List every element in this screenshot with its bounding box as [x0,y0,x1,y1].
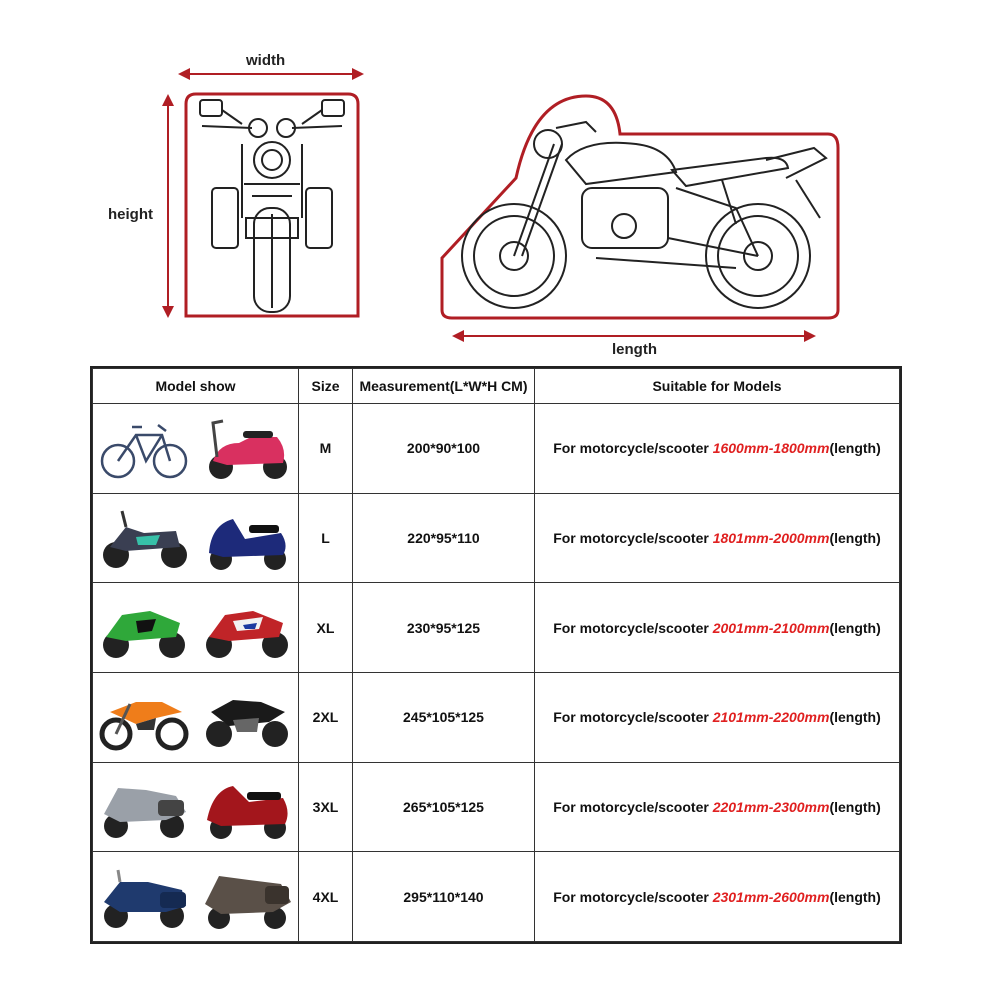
sportbike-icon [103,610,186,658]
length-range: 1801mm-2000mm [712,529,830,546]
maxi-scooter-icon [206,785,288,839]
suitable-prefix: For motorcycle/scooter [553,798,713,815]
sportbike-icon [205,610,288,658]
table-row: 4XL 295*110*140 For motorcycle/scooter 2… [92,851,900,942]
table-row: 3XL 265*105*125 For motorcycle/scooter 2… [92,761,900,853]
model-show-cell [92,671,299,763]
suitable-prefix: For motorcycle/scooter [553,888,713,905]
suitable-suffix: (length) [829,440,881,457]
goldwing-motorcycle-icon [204,875,291,929]
height-label: height [108,206,153,223]
suitable-cell: For motorcycle/scooter 2101mm-2200mm(len… [534,671,900,763]
length-range: 2101mm-2200mm [712,709,830,726]
suitable-cell: For motorcycle/scooter 1600mm-1800mm(len… [534,403,900,494]
size-cell: 4XL [298,851,353,942]
height-arrow [162,94,174,318]
model-show-cell [92,761,299,853]
model-show-cell [92,403,299,494]
bagger-motorcycle-icon [104,869,187,928]
suitable-suffix: (length) [829,619,881,636]
measurement-cell: 265*105*125 [352,761,535,853]
dirtbike-icon [99,702,189,751]
header-model-show: Model show [92,368,299,404]
suitable-cell: For motorcycle/scooter 2301mm-2600mm(len… [534,851,900,942]
suitable-cell: For motorcycle/scooter 1801mm-2000mm(len… [534,492,900,584]
underbone-motorcycle-icon [103,510,188,568]
suitable-suffix: (length) [829,888,881,905]
header-measurement: Measurement(L*W*H CM) [352,368,535,404]
size-cell: 3XL [298,761,353,853]
measurement-cell: 295*110*140 [352,851,535,942]
suitable-prefix: For motorcycle/scooter [553,709,713,726]
measurement-cell: 245*105*125 [352,671,535,763]
scooter-icon [208,518,286,570]
table-row: M 200*90*100 For motorcycle/scooter 1600… [92,403,900,494]
length-label: length [612,341,657,358]
table-row: XL 230*95*125 For motorcycle/scooter 200… [92,582,900,673]
length-range: 2301mm-2600mm [712,888,830,905]
suitable-prefix: For motorcycle/scooter [553,619,713,636]
length-range: 1600mm-1800mm [712,440,830,457]
size-cell: L [298,492,353,584]
width-label: width [246,52,286,69]
suitable-suffix: (length) [829,798,881,815]
size-cell: XL [298,582,353,673]
length-range: 2001mm-2100mm [712,619,830,636]
model-show-cell [92,851,299,942]
front-view-diagram [184,92,360,318]
size-cell: 2XL [298,671,353,763]
table-row: 2XL 245*105*125 For motorcycle/scooter 2… [92,671,900,763]
scooter-icon [208,419,287,480]
size-chart-table: Model show Size Measurement(L*W*H CM) Su… [90,366,902,944]
table-header-row: Model show Size Measurement(L*W*H CM) Su… [92,368,900,404]
table-row: L 220*95*110 For motorcycle/scooter 1801… [92,492,900,584]
length-arrow [452,330,816,342]
header-suitable: Suitable for Models [534,368,900,404]
side-view-diagram [440,94,840,320]
bicycle-icon [101,424,188,479]
header-size: Size [298,368,353,404]
model-show-cell [92,582,299,673]
suitable-prefix: For motorcycle/scooter [553,440,713,457]
length-range: 2201mm-2300mm [712,798,830,815]
suitable-cell: For motorcycle/scooter 2001mm-2100mm(len… [534,582,900,673]
size-cell: M [298,403,353,494]
suitable-suffix: (length) [829,529,881,546]
model-show-cell [92,492,299,584]
measurement-cell: 230*95*125 [352,582,535,673]
naked-bike-icon [205,700,288,748]
suitable-suffix: (length) [829,709,881,726]
width-arrow [178,68,364,80]
suitable-prefix: For motorcycle/scooter [553,529,713,546]
suitable-cell: For motorcycle/scooter 2201mm-2300mm(len… [534,761,900,853]
touring-motorcycle-icon [104,787,187,838]
measurement-cell: 200*90*100 [352,403,535,494]
measurement-cell: 220*95*110 [352,492,535,584]
